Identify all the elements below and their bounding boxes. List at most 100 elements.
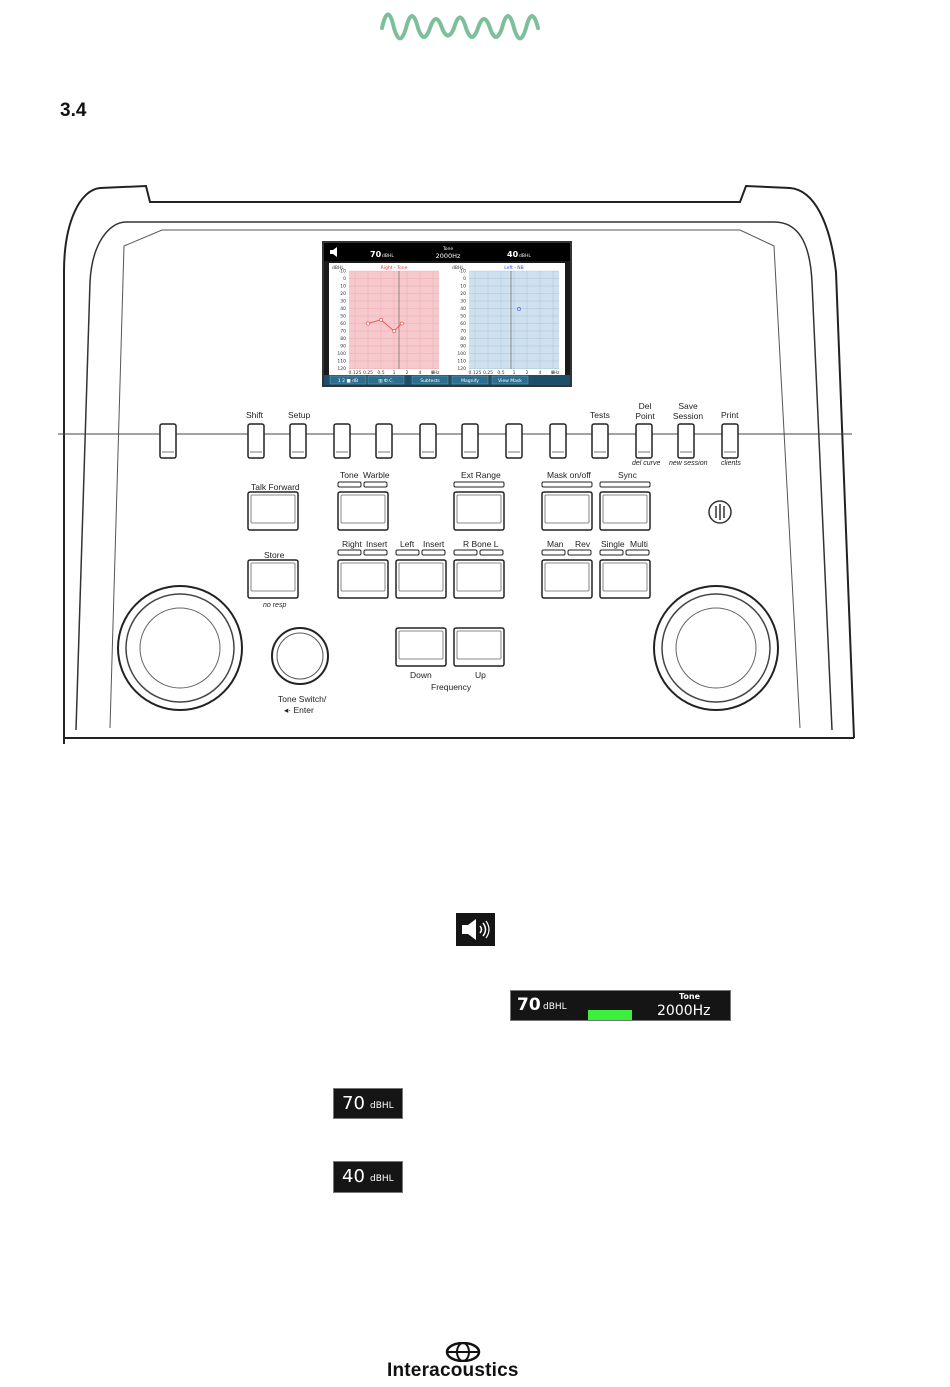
led-15 bbox=[625, 549, 650, 556]
top-key-5[interactable] bbox=[375, 423, 393, 459]
right-tone-line bbox=[367, 319, 403, 332]
bar-level: 70 bbox=[517, 995, 541, 1015]
label-tests: Tests bbox=[590, 410, 610, 420]
x-tick: 2 bbox=[526, 370, 529, 376]
label-r-bone-l: R Bone L bbox=[463, 539, 499, 549]
top-key-11[interactable] bbox=[635, 423, 653, 459]
y-tick: 0 bbox=[463, 276, 466, 282]
y-tick: 50 bbox=[460, 314, 466, 320]
label-enter-text: Enter bbox=[293, 705, 314, 715]
softkey-2[interactable] bbox=[367, 375, 405, 385]
label-save-session: Save Session bbox=[672, 401, 704, 421]
softkey-label: 1 2 ■ dB bbox=[338, 378, 358, 384]
label-right: Right bbox=[342, 539, 362, 549]
top-key-6[interactable] bbox=[419, 423, 437, 459]
y-tick: 60 bbox=[340, 321, 346, 327]
screen-display: 70 dBHL Tone 2000Hz 40 dBHL Right - Tone… bbox=[324, 243, 570, 385]
label-frequency: Frequency bbox=[431, 682, 472, 692]
label-no-resp: no resp bbox=[263, 602, 287, 609]
y-tick: 70 bbox=[340, 329, 346, 335]
device-screen: 70 dBHL Tone 2000Hz 40 dBHL Right - Tone… bbox=[322, 241, 572, 387]
badge-level-left: 70 bbox=[342, 1093, 365, 1114]
softkey-1[interactable] bbox=[329, 375, 367, 385]
small-speaker-icon: ◂· bbox=[284, 705, 292, 715]
screen-mode: Tone bbox=[442, 246, 454, 252]
right-chart-title: Right - Tone bbox=[381, 265, 408, 271]
label-enter: ◂· Enter bbox=[284, 705, 314, 716]
label-sync: Sync bbox=[618, 470, 637, 480]
y-tick: 20 bbox=[340, 291, 346, 297]
y-tick: 40 bbox=[340, 306, 346, 312]
led-11 bbox=[479, 549, 504, 556]
y-tick: 40 bbox=[460, 306, 466, 312]
top-key-12[interactable] bbox=[677, 423, 695, 459]
y-tick: 110 bbox=[337, 359, 346, 365]
top-key-13[interactable] bbox=[721, 423, 739, 459]
y-tick: 120 bbox=[337, 366, 346, 372]
bar-freq: 2000Hz bbox=[657, 1003, 711, 1019]
softkey-label: Subtests bbox=[420, 378, 440, 384]
label-insert-2: Insert bbox=[423, 539, 445, 549]
top-key-2[interactable] bbox=[247, 423, 265, 459]
x-tick: 4 bbox=[539, 370, 542, 376]
signal-indicator bbox=[588, 1010, 632, 1020]
label-warble: Warble bbox=[363, 470, 390, 480]
x-tick: 0.5 bbox=[497, 370, 504, 376]
wave-logo bbox=[380, 12, 540, 41]
level-left-badge: 70 dBHL bbox=[333, 1088, 403, 1119]
badge-level-right: 40 bbox=[342, 1166, 365, 1187]
label-mask: Mask on/off bbox=[547, 470, 591, 480]
left-marker bbox=[517, 307, 521, 311]
x-tick: 0.125 bbox=[349, 370, 362, 376]
y-tick: 90 bbox=[460, 344, 466, 350]
screen-unit-right: dBHL bbox=[519, 253, 531, 259]
label-ext-range: Ext Range bbox=[461, 470, 501, 480]
y-unit-right: dBHL bbox=[452, 265, 464, 271]
globe-icon bbox=[445, 1342, 481, 1362]
top-key-9[interactable] bbox=[549, 423, 567, 459]
label-del-point: Del Point bbox=[635, 401, 655, 421]
softkey-5[interactable] bbox=[491, 375, 529, 385]
y-tick: 100 bbox=[337, 351, 346, 357]
screen-level-left: 70 bbox=[370, 250, 382, 259]
label-rev: Rev bbox=[575, 539, 591, 549]
y-tick: 70 bbox=[460, 329, 466, 335]
label-insert-1: Insert bbox=[366, 539, 388, 549]
label-shift: Shift bbox=[246, 410, 264, 420]
label-tone-switch: Tone Switch/ bbox=[278, 694, 327, 704]
softkey-label: Magnify bbox=[461, 378, 479, 384]
y-tick: 120 bbox=[457, 366, 466, 372]
section-number: 3.4 bbox=[60, 100, 87, 121]
speaker-indicator bbox=[456, 913, 495, 946]
top-key-7[interactable] bbox=[461, 423, 479, 459]
left-chart-title: Left - NB bbox=[504, 265, 523, 271]
label-clients: clients bbox=[721, 460, 741, 467]
right-point-3 bbox=[392, 329, 396, 333]
top-key-3[interactable] bbox=[289, 423, 307, 459]
label-man: Man bbox=[547, 539, 564, 549]
x-tick: 1 bbox=[513, 370, 516, 376]
led-3 bbox=[453, 481, 505, 488]
label-store: Store bbox=[264, 550, 285, 560]
speaker-icon bbox=[462, 919, 490, 940]
badge-unit-right: dBHL bbox=[370, 1174, 394, 1184]
softkey-4[interactable] bbox=[451, 375, 489, 385]
x-unit-right: kHz bbox=[551, 370, 560, 376]
softkey-3[interactable] bbox=[411, 375, 449, 385]
top-key-10[interactable] bbox=[591, 423, 609, 459]
top-key-1[interactable] bbox=[159, 423, 177, 459]
x-tick: 1 bbox=[393, 370, 396, 376]
top-key-8[interactable] bbox=[505, 423, 523, 459]
y-tick: 20 bbox=[460, 291, 466, 297]
label-up: Up bbox=[475, 670, 486, 680]
label-new-session: new session bbox=[669, 460, 708, 467]
label-print: Print bbox=[721, 410, 739, 420]
level-right-badge: 40 dBHL bbox=[333, 1161, 403, 1193]
softkey-label: ▥ Ф.С. bbox=[378, 378, 394, 384]
y-tick: 10 bbox=[340, 284, 346, 290]
bar-unit: dBHL bbox=[543, 1002, 567, 1012]
top-key-4[interactable] bbox=[333, 423, 351, 459]
speaker-icon bbox=[330, 247, 337, 257]
x-tick: 8 bbox=[552, 370, 555, 376]
right-point-4 bbox=[399, 321, 404, 326]
